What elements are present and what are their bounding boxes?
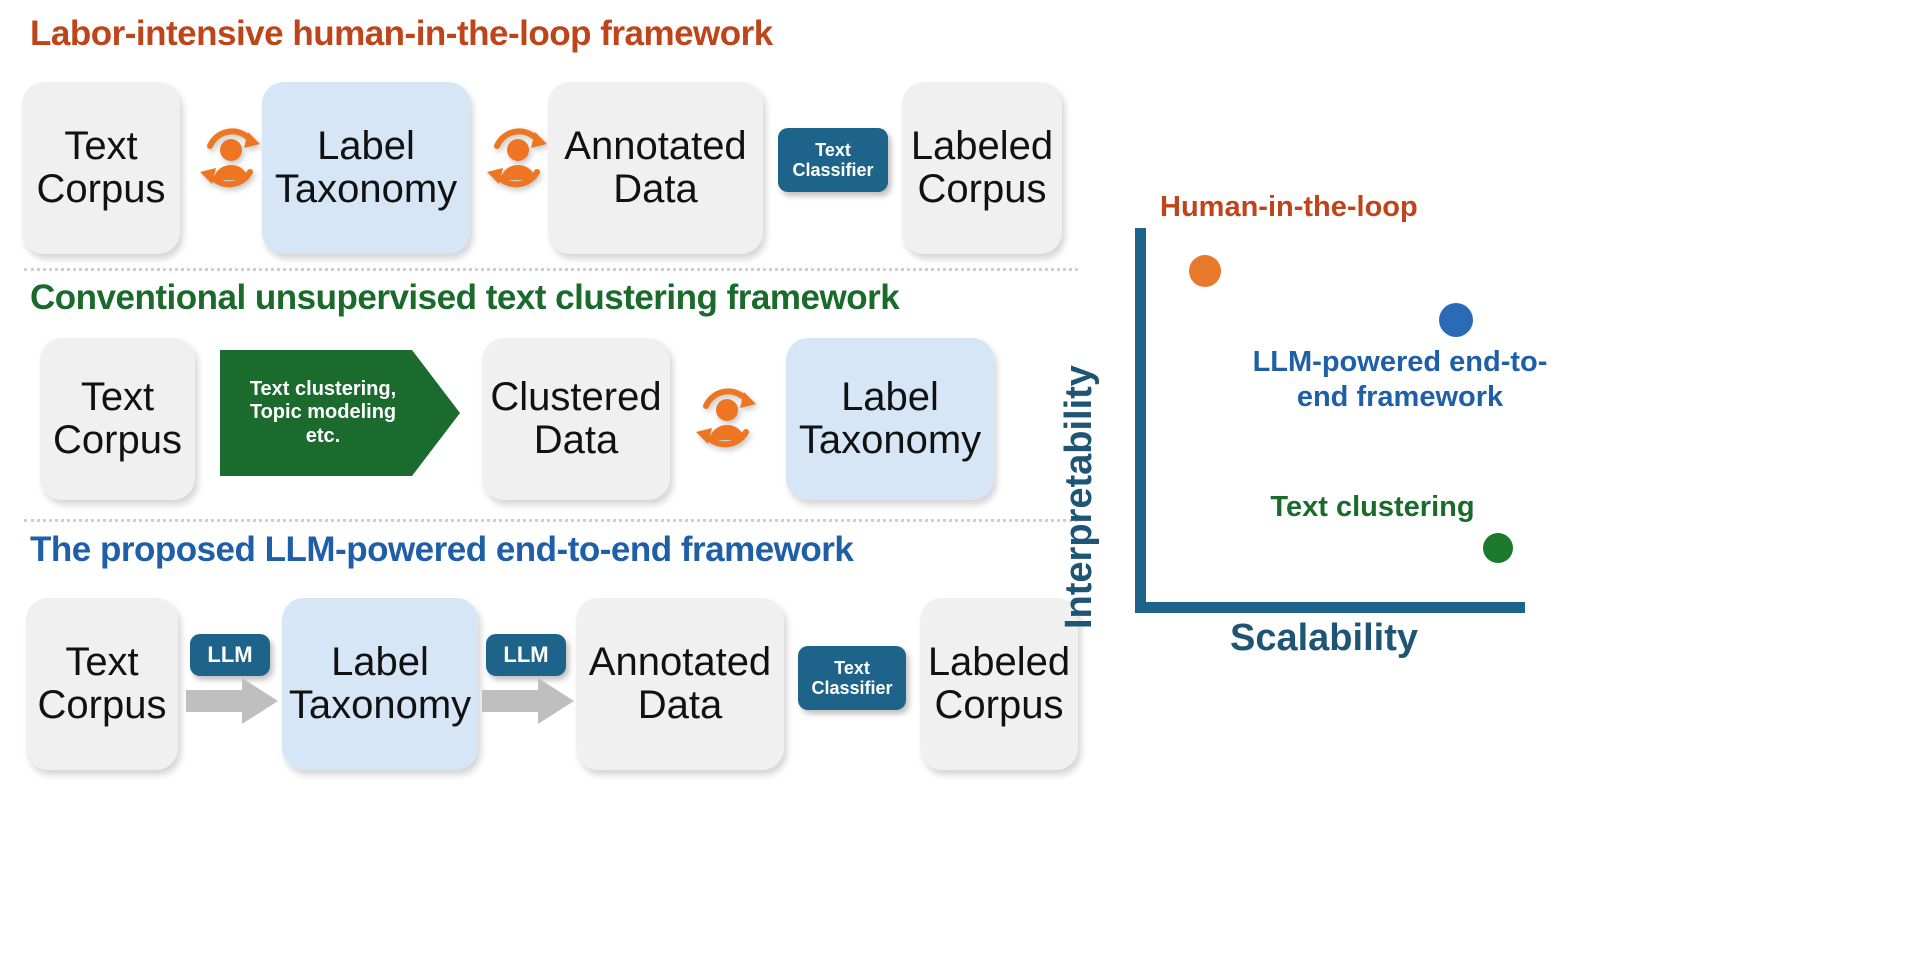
- section-divider-2: [24, 519, 1078, 522]
- node-line: Taxonomy: [798, 418, 982, 462]
- node-labeled-corpus-row1: Labeled Corpus: [902, 82, 1062, 254]
- point-label-text-clustering: Text clustering: [1270, 490, 1475, 525]
- node-text-corpus-row2: Text Corpus: [40, 338, 195, 500]
- x-axis-label: Scalability: [1230, 617, 1418, 659]
- badge-label: LLM: [207, 641, 253, 667]
- y-axis-line: [1135, 228, 1146, 613]
- human-in-the-loop-icon: [686, 378, 766, 463]
- point-label-line: end-to-end framework: [1296, 346, 1548, 414]
- node-line: Taxonomy: [288, 683, 472, 727]
- human-in-the-loop-icon: [190, 118, 270, 203]
- badge-line: Classifier: [811, 678, 893, 698]
- point-label-line: clustering: [1335, 491, 1475, 523]
- section-title-conventional-clustering: Conventional unsupervised text clusterin…: [30, 278, 900, 317]
- chevron-line: Topic modeling: [249, 401, 397, 424]
- node-clustered-data-row2: Clustered Data: [482, 338, 670, 500]
- node-line: Annotated: [588, 639, 772, 684]
- node-line: Label: [331, 639, 429, 684]
- node-label-taxonomy-row1: Label Taxonomy: [262, 82, 470, 254]
- node-label-taxonomy-row3: Label Taxonomy: [282, 598, 478, 770]
- flow-arrow-right-icon: [482, 678, 574, 729]
- node-labeled-corpus-row3: Labeled Corpus: [920, 598, 1078, 770]
- badge-line: Classifier: [792, 160, 874, 180]
- node-label-taxonomy-row2: Label Taxonomy: [786, 338, 994, 500]
- node-line: Corpus: [53, 418, 182, 462]
- badge-line: Text: [815, 139, 851, 160]
- section-title-human-in-the-loop: Labor-intensive human-in-the-loop framew…: [30, 14, 773, 53]
- chevron-line: Text clustering,: [249, 377, 397, 400]
- node-line: Corpus: [36, 167, 166, 211]
- x-axis-line: [1135, 602, 1525, 613]
- y-axis-label: Interpretability: [1058, 365, 1100, 629]
- node-line: Labeled: [910, 123, 1054, 168]
- node-line: Label: [317, 123, 415, 168]
- human-in-the-loop-icon: [477, 118, 557, 203]
- node-line: Labeled: [927, 639, 1071, 684]
- node-line: Label: [841, 374, 939, 419]
- point-label-llm-end-to-end: LLM-powered end-to-end framework: [1235, 345, 1565, 416]
- llm-badge-2: LLM: [486, 634, 566, 676]
- node-line: Text: [64, 123, 138, 168]
- node-line: Data: [613, 167, 698, 211]
- frameworks-panel: Labor-intensive human-in-the-loop framew…: [22, 14, 1078, 770]
- node-line: Data: [637, 683, 723, 727]
- node-line: Annotated: [564, 123, 747, 168]
- badge-label: LLM: [503, 641, 549, 667]
- node-line: Text: [80, 374, 155, 419]
- data-point-llm-end-to-end: [1439, 303, 1473, 337]
- tradeoff-scatter-chart: Interpretability Scalability Human-in-th…: [1058, 0, 1920, 976]
- badge-line: Text: [834, 657, 870, 678]
- node-text-corpus-row1: Text Corpus: [22, 82, 180, 254]
- node-line: Data: [533, 418, 619, 462]
- section-divider-1: [24, 268, 1078, 271]
- node-line: Taxonomy: [274, 167, 458, 211]
- chevron-line: etc.: [305, 424, 341, 447]
- data-point-text-clustering: [1483, 533, 1513, 563]
- text-classifier-badge-row1: Text Classifier: [778, 128, 888, 192]
- flow-arrow-right-icon: [186, 678, 278, 729]
- node-line: Text: [65, 639, 139, 684]
- text-classifier-badge-row3: Text Classifier: [798, 646, 906, 710]
- clustering-process-chevron: Text clustering, Topic modeling etc.: [220, 350, 460, 476]
- node-annotated-data-row3: Annotated Data: [576, 598, 784, 770]
- data-point-human-in-the-loop: [1189, 255, 1221, 287]
- llm-badge-1: LLM: [190, 634, 270, 676]
- point-label-line: LLM-powered: [1252, 346, 1442, 378]
- node-annotated-data-row1: Annotated Data: [548, 82, 763, 254]
- node-text-corpus-row3: Text Corpus: [26, 598, 178, 770]
- point-label-line: Text: [1270, 491, 1328, 523]
- section-title-llm-end-to-end: The proposed LLM-powered end-to-end fram…: [30, 530, 854, 569]
- node-line: Clustered: [490, 374, 662, 419]
- node-line: Corpus: [917, 167, 1047, 211]
- node-line: Corpus: [934, 683, 1064, 727]
- node-line: Corpus: [37, 683, 167, 727]
- point-label-human-in-the-loop: Human-in-the-loop: [1160, 191, 1418, 223]
